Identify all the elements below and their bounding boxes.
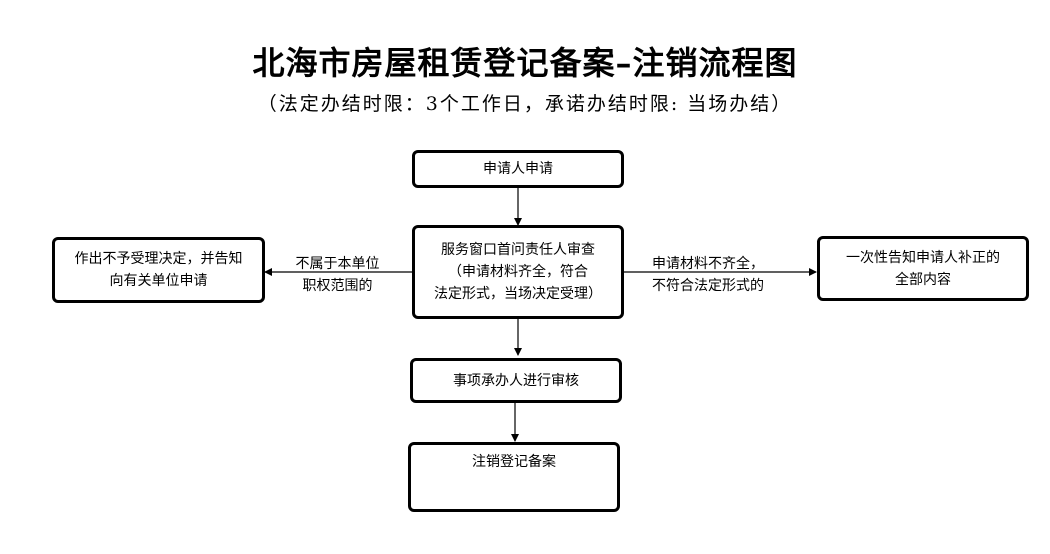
node-audit: 事项承办人进行审核 [410,358,622,403]
node-notify-line2: 全部内容 [895,271,951,288]
node-notify-line1: 一次性告知申请人补正的 [846,249,1000,266]
edge-left-label: 不属于本单位 职权范围的 [275,253,400,297]
node-review-line2: （申请材料齐全，符合 [448,264,588,280]
node-review-line3: 法定形式，当场决定受理） [434,286,602,302]
node-apply: 申请人申请 [412,150,624,188]
page-title: 北海市房屋租赁登记备案–注销流程图 [252,44,798,82]
page-subtitle: （法定办结时限：3个工作日，承诺办结时限: 当场办结） [257,93,793,115]
node-cancel: 注销登记备案 [408,442,620,512]
node-audit-label: 事项承办人进行审核 [453,372,579,389]
node-apply-label: 申请人申请 [483,161,553,177]
edge-left-line2: 职权范围的 [302,278,373,294]
node-reject: 作出不予受理决定，并告知 向有关单位申请 [52,237,265,303]
edge-left-line1: 不属于本单位 [295,256,380,272]
node-review: 服务窗口首问责任人审查 （申请材料齐全，符合 法定形式，当场决定受理） [412,225,624,319]
edge-right-line2: 不符合法定形式的 [652,278,764,294]
node-cancel-label: 注销登记备案 [472,454,556,470]
node-notify: 一次性告知申请人补正的 全部内容 [817,236,1029,301]
node-reject-line2: 向有关单位申请 [109,273,208,289]
node-review-line1: 服务窗口首问责任人审查 [441,242,595,258]
edge-right-line1: 申请材料不齐全， [652,256,764,272]
node-reject-line1: 作出不予受理决定，并告知 [74,251,243,267]
edge-right-label: 申请材料不齐全， 不符合法定形式的 [638,253,778,297]
